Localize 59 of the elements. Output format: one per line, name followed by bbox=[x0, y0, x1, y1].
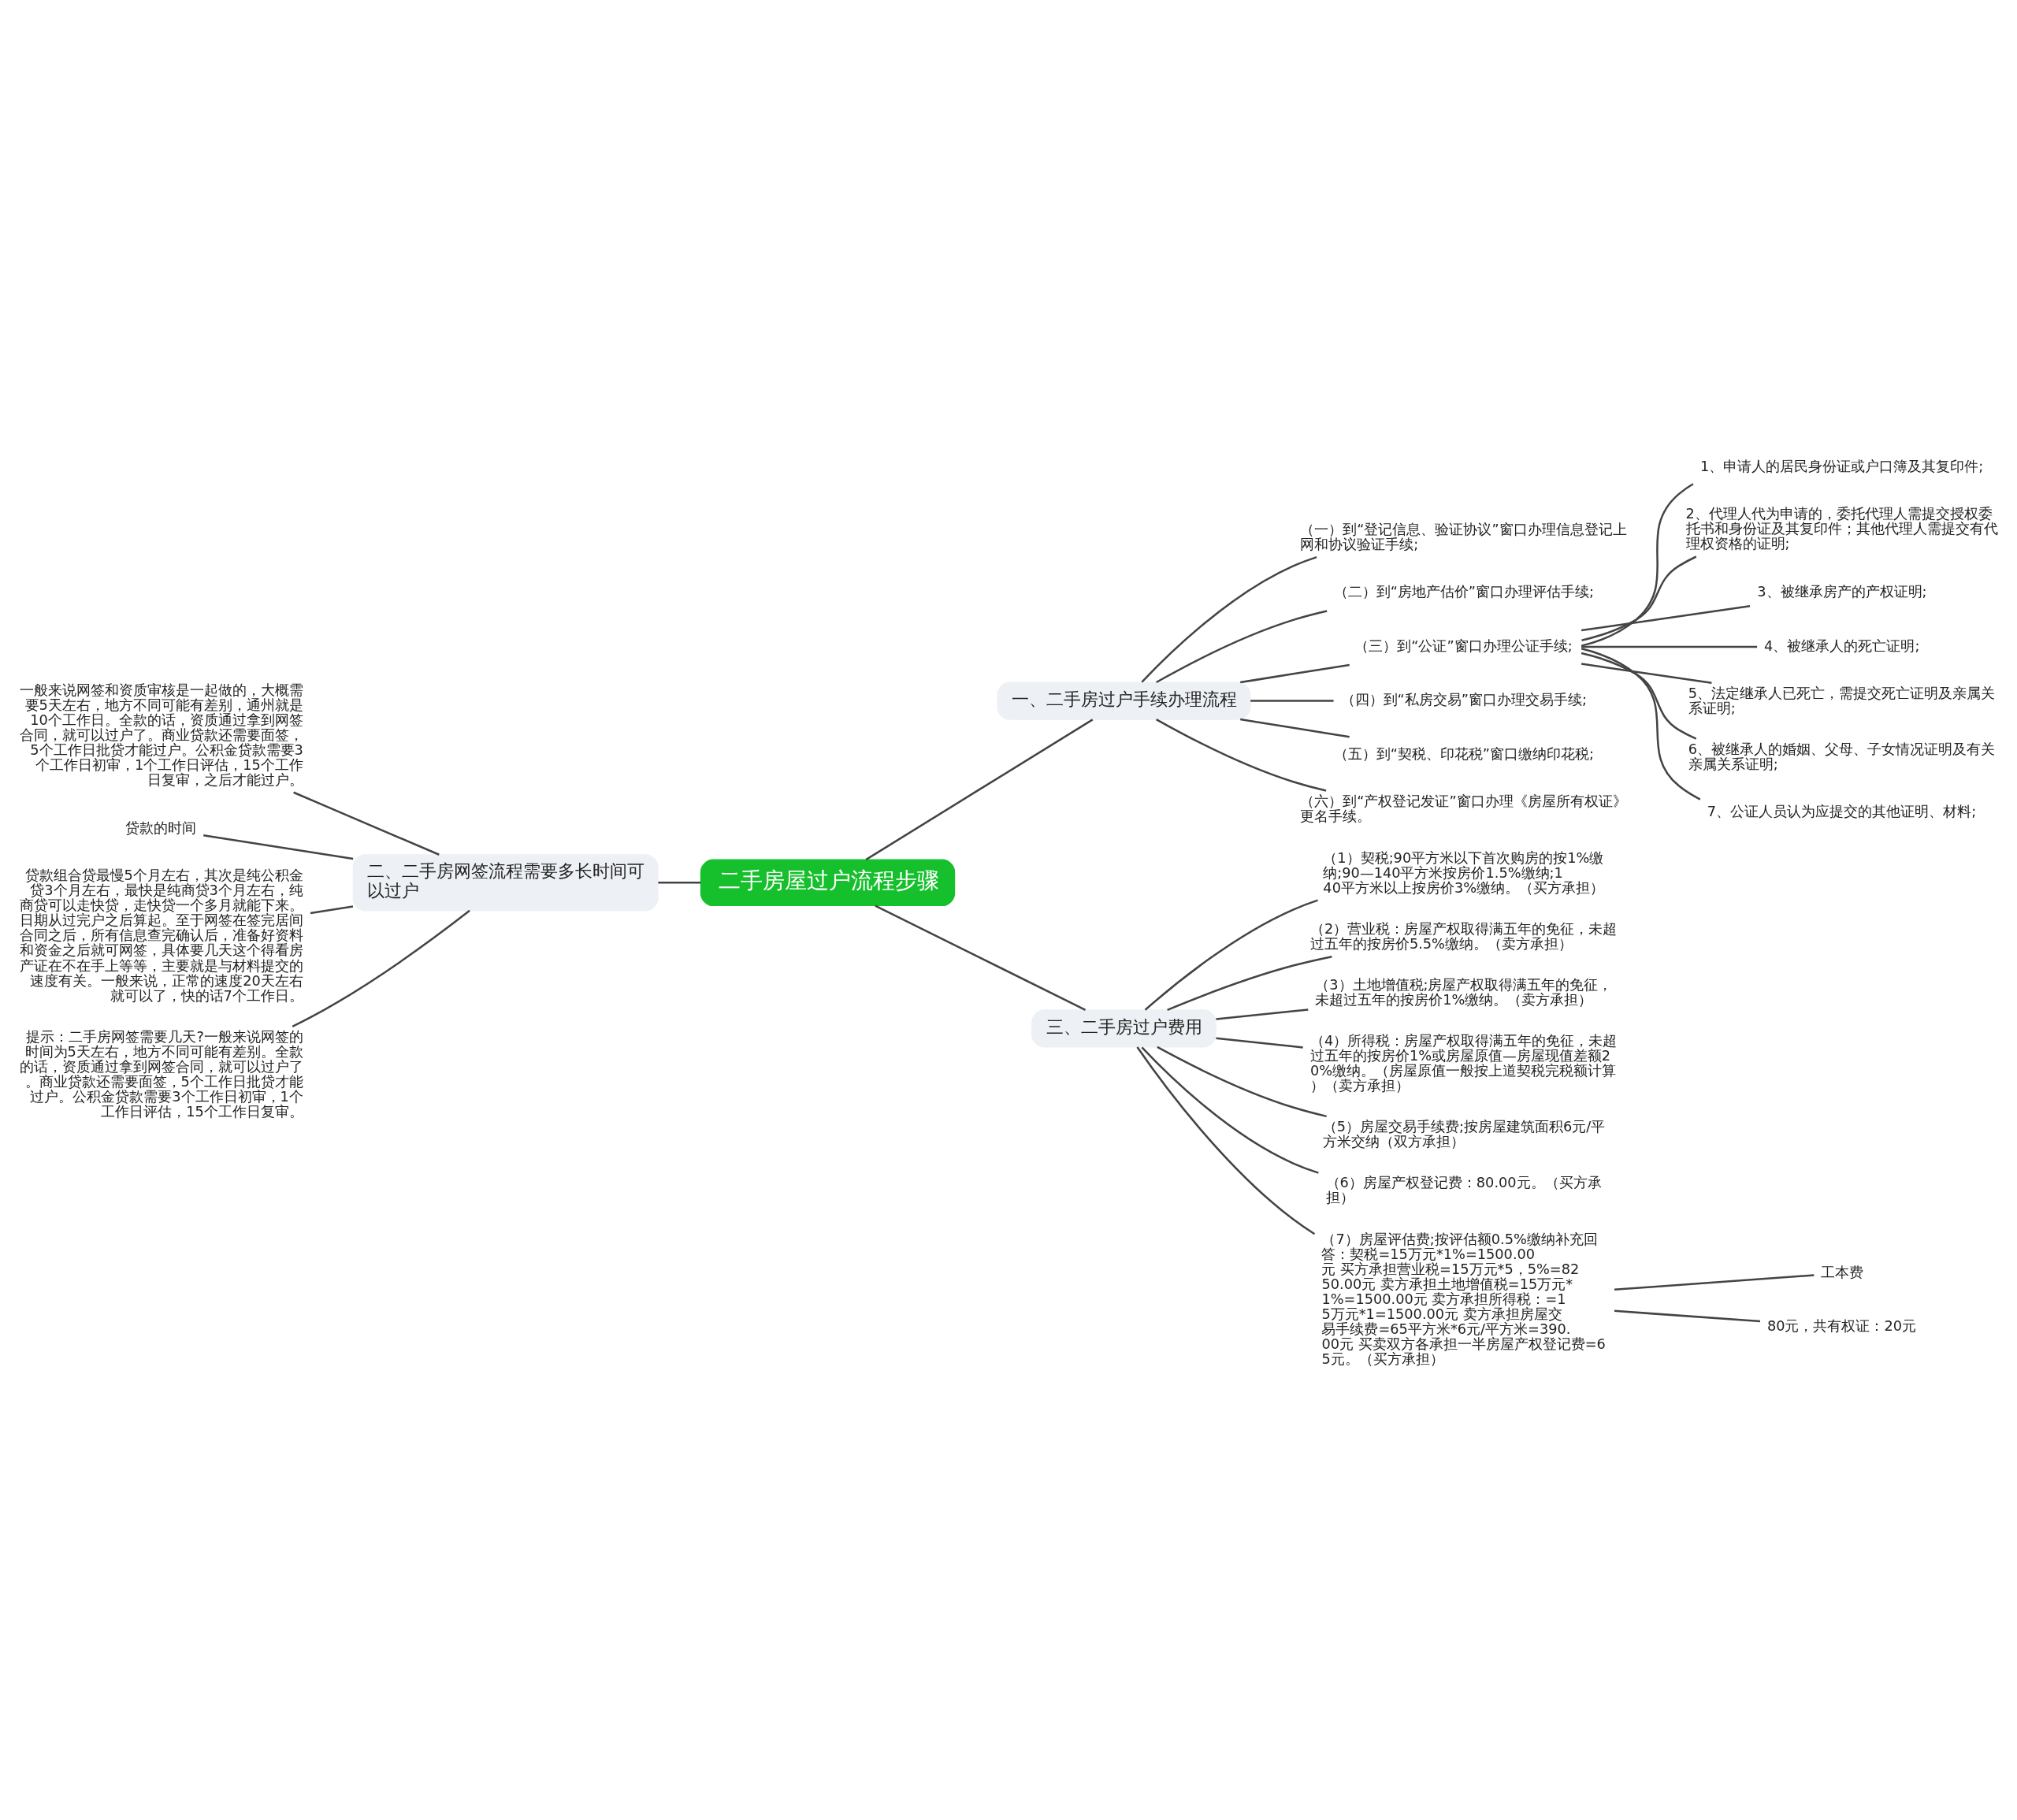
connector bbox=[1216, 1036, 1303, 1049]
node-text: 2、代理人代为申请的，委托代理人需提交授权委托书和身份证及其复印件；其他代理人需提交有代理权资格的证明; bbox=[1685, 505, 1998, 552]
connector bbox=[1614, 1273, 1815, 1291]
node-text: （二）到“房地产估价”窗口办理评估手续; bbox=[1333, 583, 1595, 600]
connector bbox=[1581, 645, 1758, 648]
node-text: （4）所得税：房屋产权取得满五年的免征，未超过五年的按房价1%或房屋原值—房屋现值差额20%缴纳。（房屋原值一般按上道契税完税额计算）（卖方承担） bbox=[1309, 1032, 1618, 1094]
connector bbox=[1581, 482, 1694, 647]
connector bbox=[293, 791, 440, 856]
node-text: （六）到“产权登记发证”窗口办理《房屋所有权证》更名手续。 bbox=[1300, 793, 1627, 824]
connector bbox=[1581, 555, 1697, 641]
connector bbox=[1581, 662, 1712, 684]
connector bbox=[865, 718, 1094, 860]
node-box: 二手房屋过户流程步骤 bbox=[700, 859, 956, 906]
node-box: 二、二手房网签流程需要多长时间可以过户 bbox=[352, 853, 659, 911]
node-text: （2）营业税：房屋产权取得满五年的免征，未超过五年的按房价5.5%缴纳。（卖方承担） bbox=[1309, 920, 1618, 952]
node-text: 80元，共有权证：20元 bbox=[1766, 1317, 1917, 1334]
node-text: 贷款组合贷最慢5个月左右，其次是纯公积金贷3个月左右，最快是纯商贷3个月左右，纯商贷可以走快贷，走快贷一个多月就能下来。日期从过完户之后算起。至于网签在签完居间合同之后，所有信息查完确认后，准备好资料和资金之后就可网签，具体要几天这个得看房产证在不在手上等等，主要就是与材料提交的速度有关。一般来说，正常的速度20天左右就可以了，快的话7个工作日。 bbox=[19, 867, 303, 1004]
node-text: 7、公证人员认为应提交的其他证明、材料; bbox=[1707, 803, 1977, 819]
node-box: 一、二手房过户手续办理流程 bbox=[997, 681, 1251, 720]
connector bbox=[1581, 647, 1701, 800]
connector bbox=[875, 904, 1087, 1011]
connector bbox=[292, 909, 470, 1027]
connector bbox=[1167, 955, 1332, 1011]
node-text: （3）土地增值税;房屋产权取得满五年的免征，未超过五年的按房价1%缴纳。（卖方承担） bbox=[1315, 976, 1613, 1008]
connector bbox=[1136, 1046, 1316, 1235]
connector bbox=[1156, 609, 1328, 683]
node-text: （7）房屋评估费;按评估额0.5%缴纳补充回答：契税=15万元*1%=1500.00元 买方承担营业税=15万元*5，5%=8250.00元 卖方承担土地增值税=15万元*1%=1500.00元 卖方承担所得税：=15万元*1=1500.00元 卖方承担房屋交易手续费=65平方米*6元/平方米=390.00元 买卖双方各承担一半房屋产权登记费=65元。（买方承担） bbox=[1321, 1231, 1606, 1367]
connector bbox=[658, 881, 701, 884]
node-text: 6、被继承人的婚姻、父母、子女情况证明及有关亲属关系证明; bbox=[1688, 741, 1996, 772]
node-text: 4、被继承人的死亡证明; bbox=[1764, 637, 1920, 654]
node-text: （6）房屋产权登记费：80.00元。（买方承担） bbox=[1325, 1174, 1602, 1205]
node-text: （三）到“公证”窗口办理公证手续; bbox=[1354, 637, 1573, 654]
connector bbox=[1240, 663, 1350, 683]
node-text: （5）房屋交易手续费;按房屋建筑面积6元/平方米交纳（双方承担） bbox=[1322, 1118, 1606, 1150]
connector bbox=[310, 904, 354, 914]
connector bbox=[1581, 604, 1751, 631]
connector bbox=[1144, 898, 1318, 1011]
connector bbox=[1240, 718, 1350, 737]
node-text: （一）到“登记信息、验证协议”窗口办理信息登记上网和协议验证手续; bbox=[1300, 521, 1627, 552]
connector bbox=[1141, 555, 1317, 682]
connector bbox=[1156, 718, 1327, 792]
node-box: 三、二手房过户费用 bbox=[1031, 1008, 1217, 1047]
node-text: 工本费 bbox=[1821, 1264, 1864, 1280]
node-text: 提示：二手房网签需要几天?一般来说网签的时间为5天左右，地方不同可能有差别。全款的话，资质通过拿到网签合同，就可以过户了。商业贷款还需要面签，5个工作日批贷才能过户。公积金贷款需要3个工作日初审，1个工作日评估，15个工作日复审。 bbox=[19, 1028, 303, 1120]
node-text: （1）契税;90平方米以下首次购房的按1%缴纳;90—140平方米按房价1.5%缴纳;140平方米以上按房价3%缴纳。（买方承担） bbox=[1323, 849, 1605, 896]
node-text: 5、法定继承人已死亡，需提交死亡证明及亲属关系证明; bbox=[1688, 685, 1996, 716]
node-text: 贷款的时间 bbox=[125, 819, 197, 836]
connector bbox=[1157, 1046, 1327, 1117]
connector bbox=[1216, 1008, 1309, 1020]
node-text: 3、被继承房产的产权证明; bbox=[1757, 583, 1927, 600]
connector bbox=[1614, 1309, 1761, 1322]
node-text: 一般来说网签和资质审核是一起做的，大概需要5天左右，地方不同可能有差别，通州就是10个工作日。全款的话，资质通过拿到网签合同，就可以过户了。商业贷款还需要面签，5个工作日批贷才能过户。公积金贷款需要3个工作日初审，1个工作日评估，15个工作日复审，之后才能过户。 bbox=[19, 682, 303, 788]
node-text: 1、申请人的居民身份证或户口簿及其复印件; bbox=[1699, 458, 1984, 474]
node-text: （五）到“契税、印花税”窗口缴纳印花税; bbox=[1333, 745, 1595, 762]
connector bbox=[1141, 1046, 1319, 1174]
node-text: （四）到“私房交易”窗口办理交易手续; bbox=[1340, 691, 1587, 708]
connector bbox=[1250, 699, 1334, 702]
connector bbox=[203, 834, 354, 860]
connector bbox=[1581, 652, 1697, 740]
